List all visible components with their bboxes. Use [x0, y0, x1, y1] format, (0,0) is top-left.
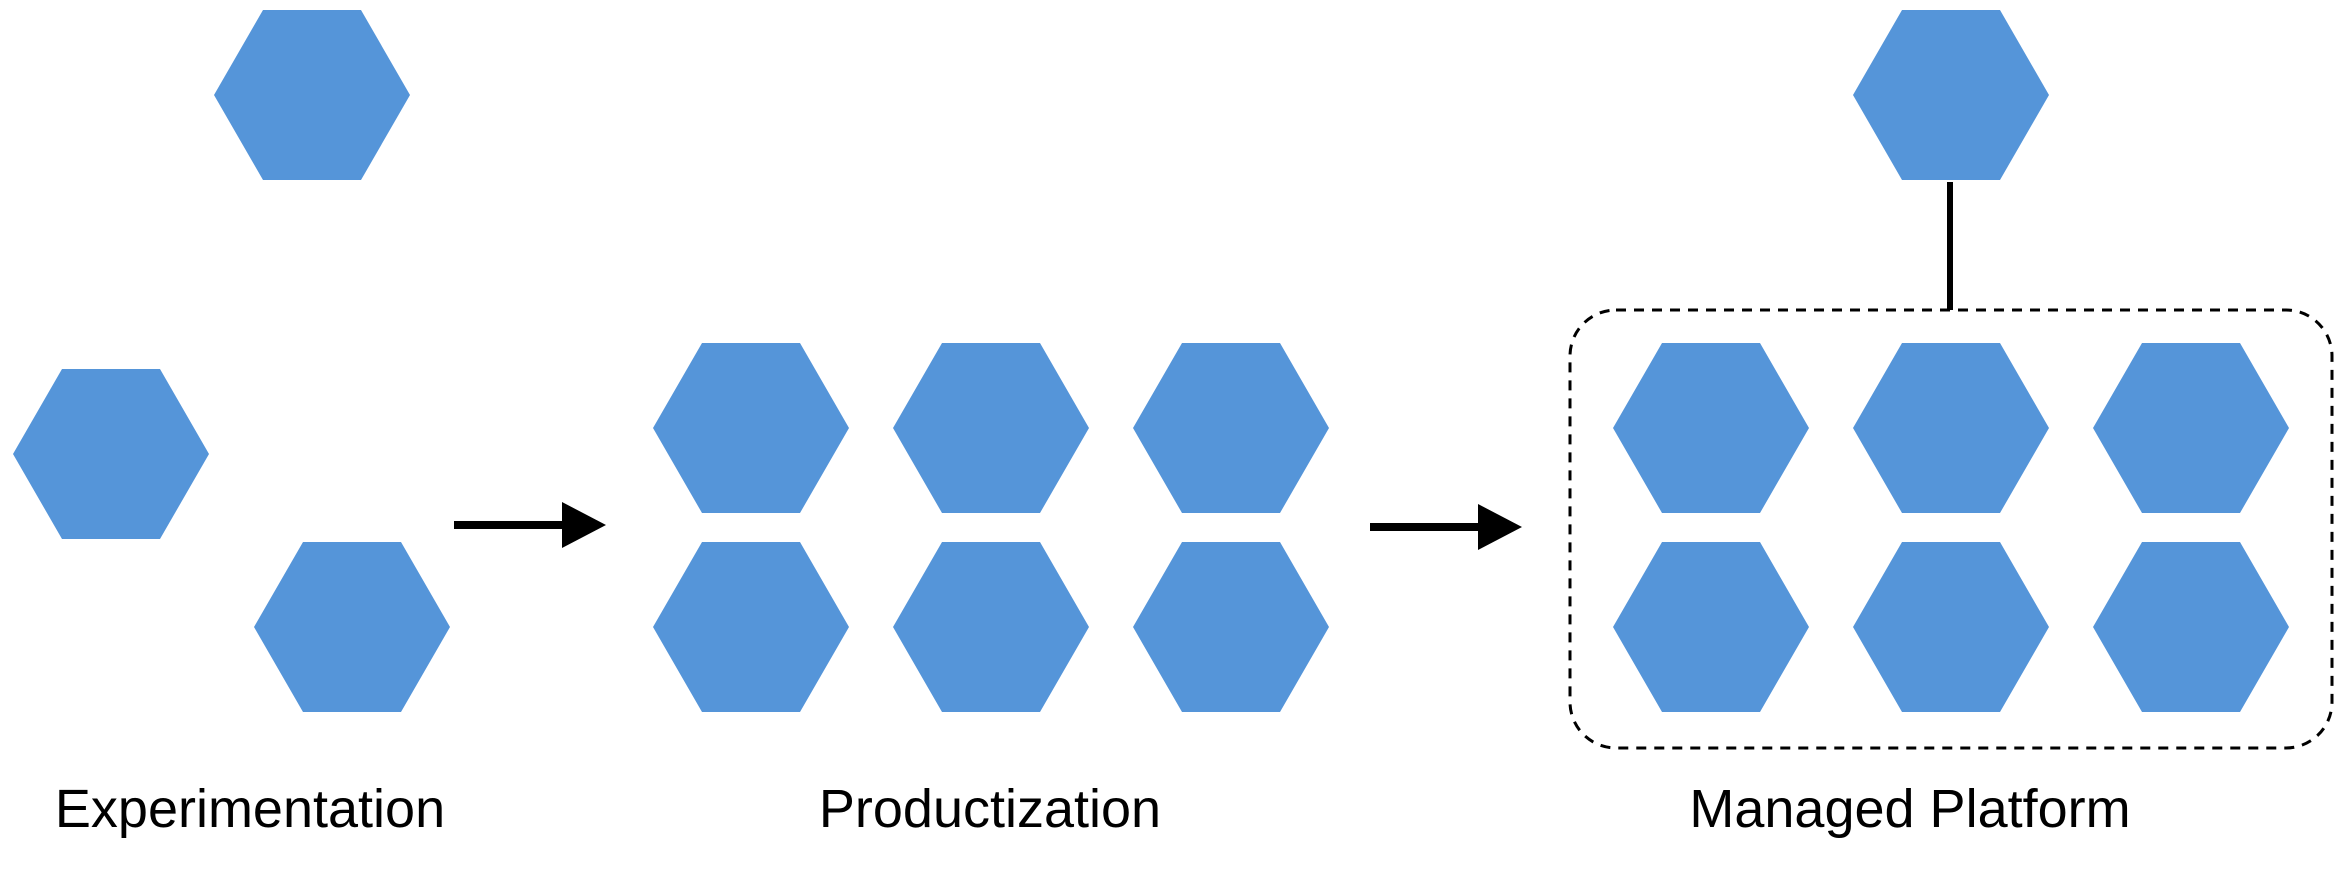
hexagon	[254, 542, 450, 712]
hexagon	[214, 10, 410, 180]
stage-label-experimentation: Experimentation	[55, 779, 445, 839]
hexagon	[1133, 542, 1329, 712]
stage-label-managed-platform: Managed Platform	[1689, 779, 2130, 839]
productization-group	[653, 343, 1329, 712]
hexagon	[653, 343, 849, 513]
hexagon	[653, 542, 849, 712]
stage-label-productization: Productization	[819, 779, 1161, 839]
hub-hexagon	[1853, 10, 2049, 180]
hexagon	[893, 542, 1089, 712]
hexagon	[1853, 343, 2049, 513]
hexagon	[1613, 542, 1809, 712]
hexagon	[13, 369, 209, 539]
hexagon	[1853, 542, 2049, 712]
hexagon	[2093, 542, 2289, 712]
managed-platform-group	[1568, 10, 2334, 750]
hexagon	[1133, 343, 1329, 513]
experimentation-group	[13, 10, 450, 712]
hexagon	[2093, 343, 2289, 513]
hexagon	[1613, 343, 1809, 513]
platform-boundary	[1568, 308, 2334, 750]
hexagon	[893, 343, 1089, 513]
